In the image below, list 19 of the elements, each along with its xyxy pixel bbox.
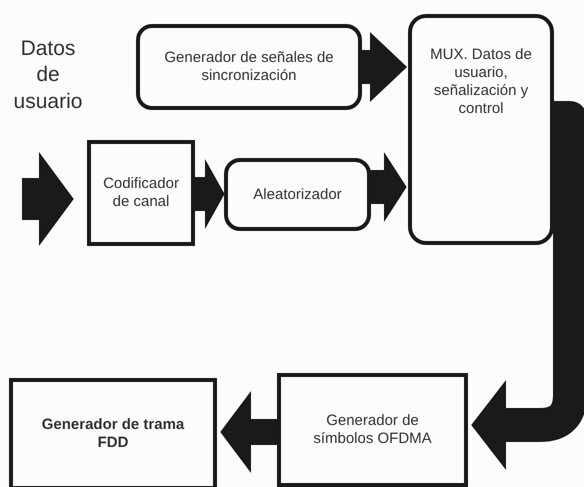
process-box (277, 373, 468, 487)
box-label: MUX. Datos de usuario, señalización y control (429, 46, 533, 118)
process-box (87, 140, 195, 246)
box-label: Generador de trama FDD (40, 416, 186, 452)
input-label: Datos de usuario (12, 36, 84, 114)
box-label: Generador de señales de sincronización (163, 49, 335, 85)
multiplexer-box (408, 14, 554, 245)
block-arrow (220, 391, 278, 473)
block-arrow (370, 152, 407, 222)
box-label: Aleatorizador (253, 186, 342, 204)
box-label: Codificador de canal (102, 175, 180, 211)
block-arrow (471, 101, 584, 470)
process-box (136, 24, 362, 110)
block-arrow (194, 159, 225, 229)
block-arrow (22, 152, 74, 246)
process-box (9, 378, 217, 487)
block-arrow (361, 32, 408, 102)
box-label: Generador de símbolos OFDMA (312, 412, 433, 448)
process-box (224, 158, 371, 231)
